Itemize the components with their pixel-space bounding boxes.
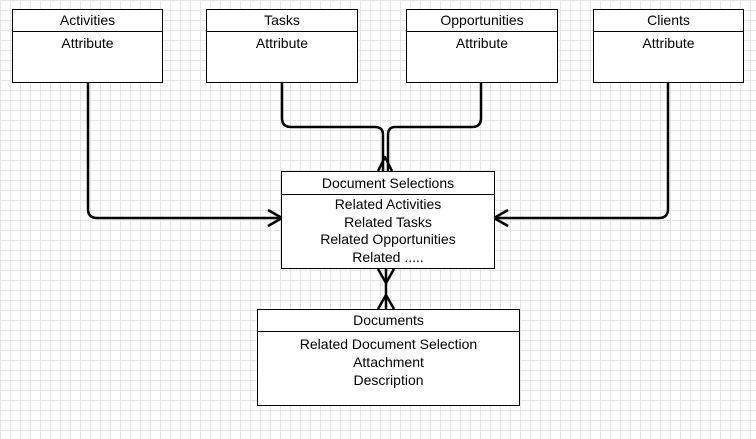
attribute-item: Related Opportunities bbox=[320, 231, 456, 247]
connector-activities-document-selections bbox=[86, 83, 282, 220]
attribute-item: Attribute bbox=[255, 35, 309, 51]
connector-opportunities-document-selections bbox=[386, 83, 483, 171]
entity-activities-title: Activities bbox=[13, 10, 162, 32]
entity-documents-attributes: Related Document Selection Attachment De… bbox=[258, 332, 519, 389]
attribute-item: Attachment bbox=[353, 354, 424, 370]
entity-clients-attributes: Attribute bbox=[594, 32, 743, 52]
entity-opportunities-title: Opportunities bbox=[407, 10, 557, 32]
attribute-item: Related Activities bbox=[334, 196, 442, 212]
crows-foot-documents-top-end bbox=[376, 293, 396, 310]
entity-opportunities[interactable]: Opportunities Attribute bbox=[406, 9, 558, 83]
entity-activities[interactable]: Activities Attribute bbox=[12, 9, 163, 83]
attribute-item: Related Tasks bbox=[344, 213, 432, 230]
crows-foot-top-end bbox=[376, 155, 394, 172]
entity-tasks-title: Tasks bbox=[207, 10, 357, 32]
attribute-item: Description bbox=[353, 372, 424, 388]
entity-tasks-attributes: Attribute bbox=[207, 32, 357, 52]
entity-clients[interactable]: Clients Attribute bbox=[593, 9, 744, 83]
attribute-item: Attribute bbox=[61, 35, 114, 51]
attribute-item: Attribute bbox=[642, 35, 695, 51]
attribute-item: Related ..... bbox=[352, 248, 424, 265]
entity-documents[interactable]: Documents Related Document Selection Att… bbox=[257, 309, 520, 406]
connector-clients-document-selections bbox=[494, 83, 670, 220]
attribute-item: Related Document Selection bbox=[299, 336, 478, 352]
entity-document-selections[interactable]: Document Selections Related Activities R… bbox=[281, 171, 495, 269]
entity-document-selections-attributes: Related Activities Related Tasks Related… bbox=[282, 195, 494, 266]
entity-document-selections-title: Document Selections bbox=[282, 172, 494, 195]
attribute-item: Attribute bbox=[455, 35, 509, 51]
entity-tasks[interactable]: Tasks Attribute bbox=[206, 9, 358, 83]
connector-tasks-document-selections bbox=[280, 83, 385, 171]
entity-activities-attributes: Attribute bbox=[13, 32, 162, 52]
entity-opportunities-attributes: Attribute bbox=[407, 32, 557, 52]
entity-documents-title: Documents bbox=[258, 310, 519, 332]
entity-clients-title: Clients bbox=[594, 10, 743, 32]
crows-foot-selections-bottom-end bbox=[376, 268, 396, 285]
